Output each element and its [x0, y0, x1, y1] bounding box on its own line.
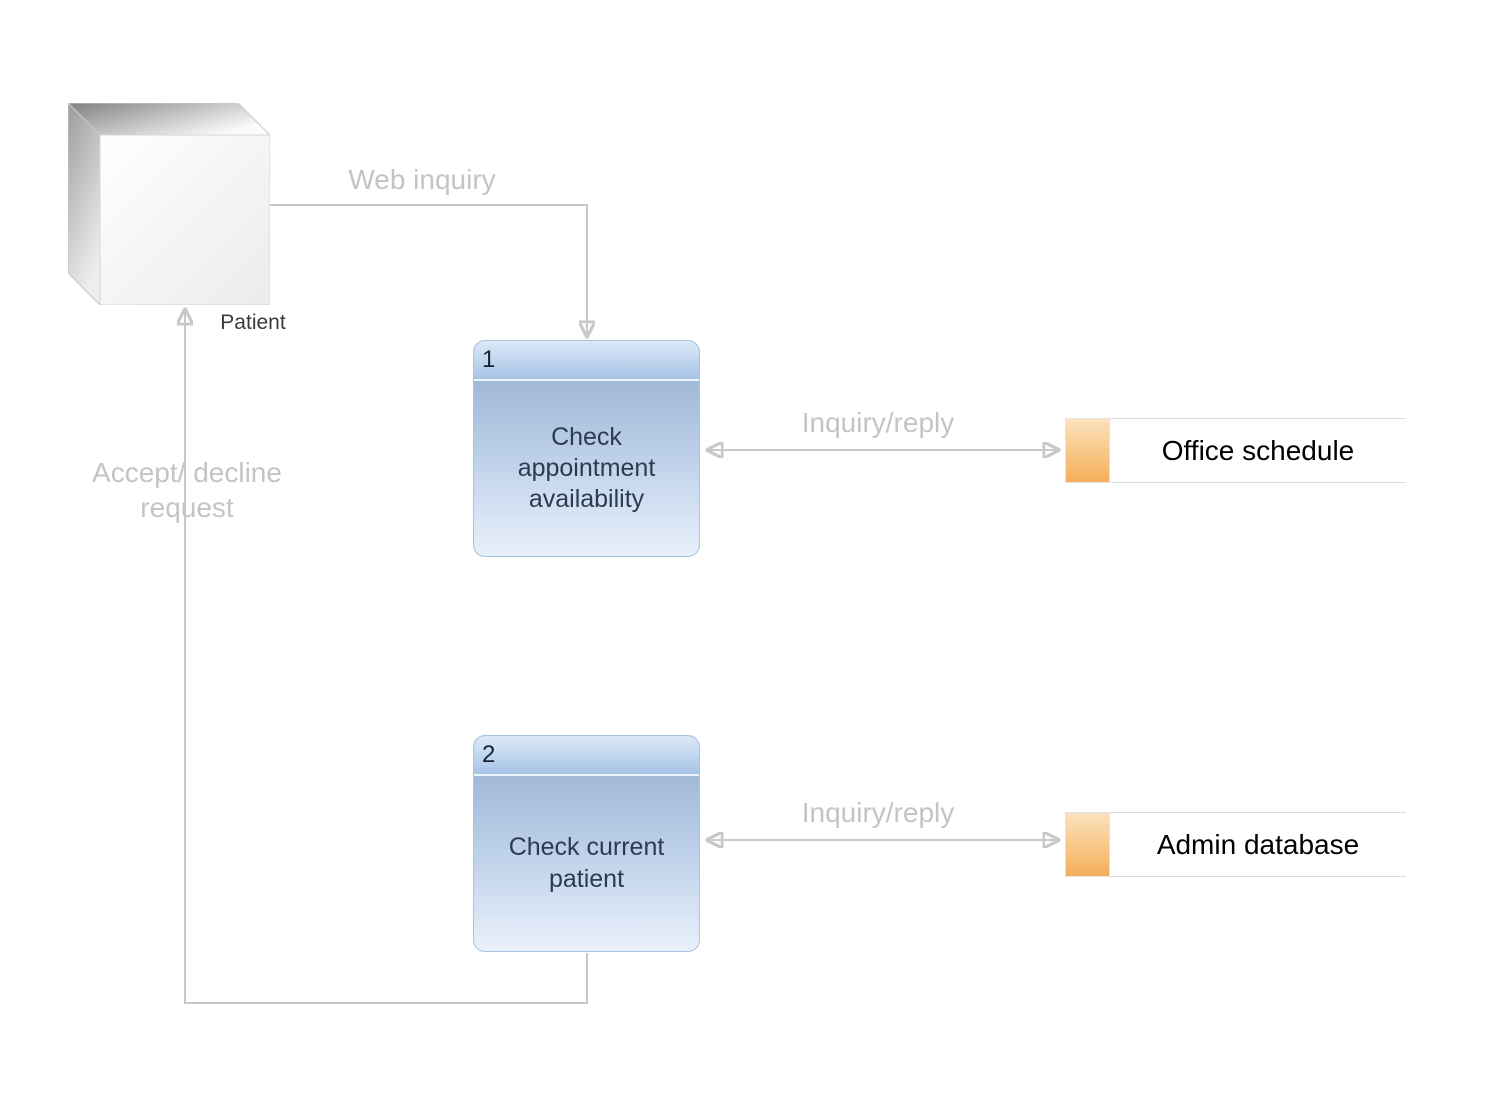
- process-check-current-patient: 2 Check current patient: [473, 735, 700, 952]
- datastore-admin-database-label: Admin database: [1110, 812, 1406, 877]
- process-2-label: Check current patient: [508, 833, 665, 893]
- datastore-office-schedule-label: Office schedule: [1110, 418, 1406, 483]
- process-2-number: 2: [474, 736, 699, 776]
- datastore-tab-icon: [1065, 812, 1110, 877]
- cube-shape-icon: [66, 101, 272, 307]
- entity-patient: Patient: [66, 101, 286, 334]
- flow-label-web-inquiry: Web inquiry: [348, 164, 496, 195]
- process-check-appointment-availability: 1 Check appointment availability: [473, 340, 700, 557]
- datastore-office-schedule: Office schedule: [1065, 418, 1406, 483]
- datastore-tab-icon: [1065, 418, 1110, 483]
- flow-label-accept-decline-request: Accept/ decline request: [92, 457, 282, 523]
- flow-label-inquiry-reply-bottom: Inquiry/reply: [801, 797, 955, 828]
- process-1-number: 1: [474, 341, 699, 381]
- datastore-admin-database: Admin database: [1065, 812, 1406, 877]
- flow-label-inquiry-reply-top: Inquiry/reply: [801, 407, 955, 438]
- process-1-label: Check appointment availability: [517, 422, 656, 514]
- entity-patient-label: Patient: [220, 311, 286, 334]
